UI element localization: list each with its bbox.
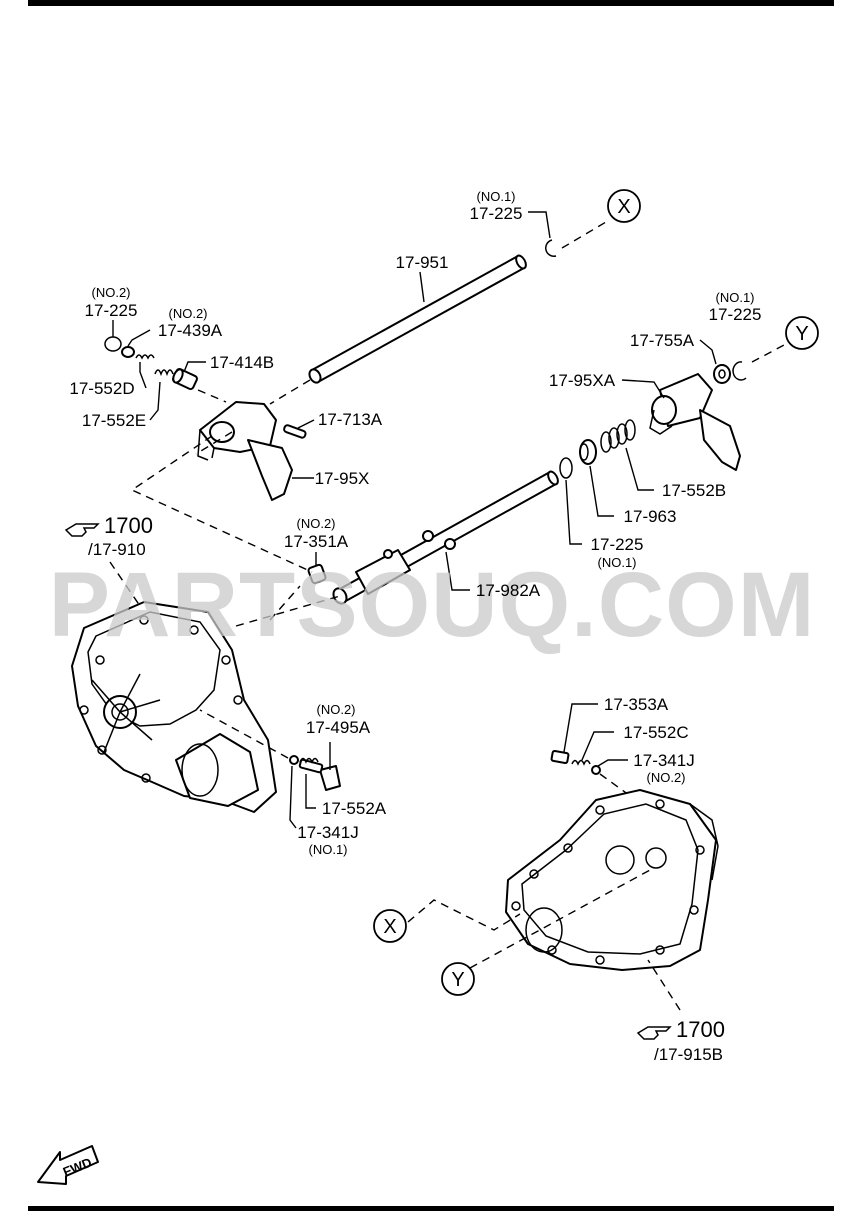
part-note-17-341j-no2: (NO.2): [647, 770, 686, 785]
part-label-17-552a[interactable]: 17-552A: [322, 799, 387, 818]
ref-bottom-number: 1700: [676, 1017, 725, 1042]
part-label-17-552c[interactable]: 17-552C: [623, 723, 688, 742]
part-note-17-439a: (NO.2): [169, 306, 208, 321]
bottom-border-bar: [28, 1206, 834, 1211]
part-label-17-225-x[interactable]: 17-225: [470, 204, 523, 223]
ref-bottom-sub: /17-915B: [654, 1045, 723, 1064]
ball-17-341j-no2: [591, 765, 601, 775]
snap-ring-y: [732, 361, 747, 381]
washer-17-755a: [713, 364, 731, 384]
part-note-17-495a: (NO.2): [317, 702, 356, 717]
inner-ring-17-755a: [718, 369, 726, 379]
watermark: PARTSOUQ.COM: [49, 554, 816, 656]
washer-17-439a: [121, 346, 135, 358]
hand-pointer-icon: [636, 1026, 672, 1040]
part-label-17-414b[interactable]: 17-414B: [210, 353, 274, 372]
bolt-17-495a: [298, 758, 341, 791]
snap-ring-x: [545, 239, 557, 257]
connector-y-bottom-label: Y: [451, 969, 464, 991]
snap-ring-17-225-shaft: [559, 457, 573, 479]
part-note-17-225-shaft: (NO.1): [598, 555, 637, 570]
phantom-line-x: [407, 899, 521, 931]
bolt-17-353a: [550, 750, 570, 764]
spring-17-552c: [571, 759, 591, 766]
connector-x-top: [607, 189, 641, 223]
plunger-17-414b: [172, 367, 198, 391]
part-label-17-951[interactable]: 17-951: [396, 253, 449, 272]
synchro-ring-17-963: [579, 439, 597, 465]
ball-17-341j-no1: [289, 755, 299, 765]
connector-x-top-label: X: [617, 196, 630, 218]
part-label-17-552d[interactable]: 17-552D: [69, 379, 134, 398]
part-label-17-755a[interactable]: 17-755A: [630, 331, 695, 350]
shift-fork-17-95x: [197, 401, 293, 501]
hand-pointer-icon: [64, 523, 100, 537]
part-note-17-225-y: (NO.1): [716, 290, 755, 305]
part-label-17-95x[interactable]: 17-95X: [315, 469, 370, 488]
part-note-17-341j-no1: (NO.1): [309, 842, 348, 857]
connector-x-bottom-label: X: [383, 916, 396, 938]
transfer-case-housing-left: [71, 601, 277, 813]
connector-y-top: [785, 316, 819, 350]
shift-fork-17-95xa: [649, 373, 741, 471]
part-label-17-225-shaft[interactable]: 17-225: [591, 535, 644, 554]
part-label-17-95xa[interactable]: 17-95XA: [549, 371, 616, 390]
part-label-17-982a[interactable]: 17-982A: [476, 581, 541, 600]
ref-top-sub: /17-910: [88, 540, 146, 559]
connector-y-bottom: [441, 962, 475, 996]
phantom-line-fork-to-housing: [130, 435, 313, 573]
part-label-17-495a[interactable]: 17-495A: [306, 718, 371, 737]
part-note-17-225-no2: (NO.2): [92, 285, 131, 300]
part-label-17-225-y[interactable]: 17-225: [709, 305, 762, 324]
connector-y-top-label: Y: [795, 323, 808, 345]
spring-17-552a: [299, 757, 319, 764]
fwd-arrow-icon: FWD: [37, 1145, 99, 1185]
spring-17-552d: [135, 354, 155, 360]
ref-pointer-bottom[interactable]: 1700 /17-915B: [636, 1017, 725, 1064]
part-label-17-341j-no2[interactable]: 17-341J: [633, 751, 694, 770]
phantom-line-y: [469, 869, 651, 969]
part-label-17-225-no2[interactable]: 17-225: [85, 301, 138, 320]
part-label-17-552b[interactable]: 17-552B: [662, 481, 726, 500]
top-border-bar: [28, 0, 834, 6]
roll-pin-17-713a: [283, 424, 307, 439]
ref-pointer-top[interactable]: 1700 /17-910: [64, 513, 153, 559]
pin-17-351a: [307, 563, 327, 585]
transfer-case-housing-right: [505, 789, 719, 971]
ref-top-number: 1700: [104, 513, 153, 538]
spring-17-552e: [154, 369, 174, 377]
part-label-17-552e[interactable]: 17-552E: [82, 411, 146, 430]
part-note-17-225-x: (NO.1): [477, 189, 516, 204]
shaft-17-982a: [332, 470, 559, 605]
part-label-17-713a[interactable]: 17-713A: [318, 410, 383, 429]
snap-ring-no2: [104, 336, 122, 352]
part-label-17-351a[interactable]: 17-351A: [284, 532, 349, 551]
part-label-17-341j-no1[interactable]: 17-341J: [297, 823, 358, 842]
part-label-17-439a[interactable]: 17-439A: [158, 321, 223, 340]
shaft-17-951: [308, 254, 527, 384]
part-label-17-963[interactable]: 17-963: [624, 507, 677, 526]
spring-17-552b: [600, 419, 636, 453]
part-note-17-351a: (NO.2): [297, 516, 336, 531]
part-label-17-353a[interactable]: 17-353A: [604, 695, 669, 714]
connector-x-bottom: [373, 909, 407, 943]
